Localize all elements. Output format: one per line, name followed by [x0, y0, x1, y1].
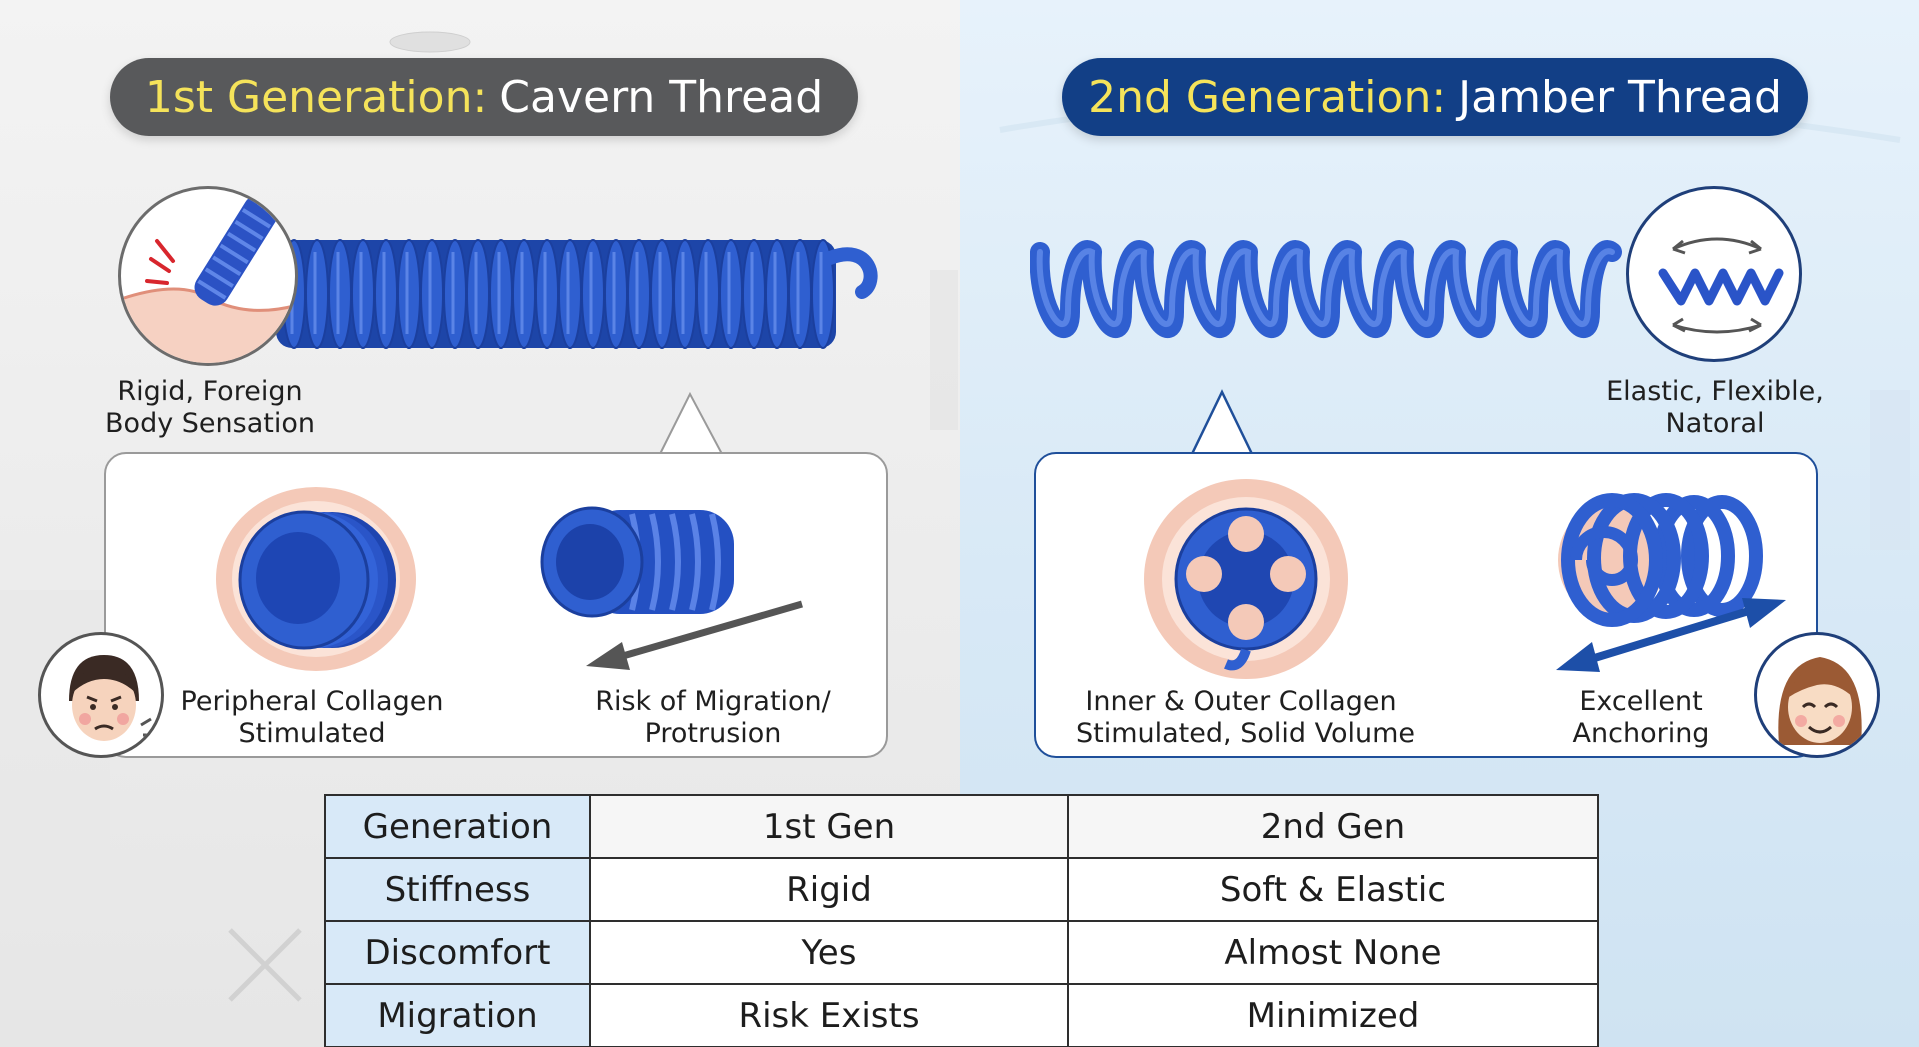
table-row: Discomfort Yes Almost None: [324, 920, 1599, 985]
table-cell-second-gen: Minimized: [1067, 983, 1599, 1047]
table-cell-first-gen: Risk Exists: [589, 983, 1069, 1047]
rigid-foreign-label-line2: Body Sensation: [105, 408, 315, 439]
table-row: Generation 1st Gen 2nd Gen: [324, 794, 1599, 859]
open-coil-cross-section-icon: [1144, 479, 1348, 679]
table-cell-second-gen: 2nd Gen: [1067, 794, 1599, 859]
table-cell-second-gen: Soft & Elastic: [1067, 857, 1599, 922]
smiling-face-icon: [1754, 632, 1880, 758]
jamber-thread-spring: [1030, 240, 1622, 338]
inner-outer-collagen-label: Inner & Outer Collagen Stimulated, Solid…: [1076, 686, 1415, 750]
risk-of-migration-label: Risk of Migration/ Protrusion: [568, 686, 858, 750]
second-generation-title-name: Jamber Thread: [1458, 71, 1782, 123]
arrows-wave-icon: [1626, 186, 1802, 362]
peripheral-collagen-line2: Stimulated: [238, 718, 386, 749]
second-generation-panel: Inner & Outer Collagen Stimulated, Solid…: [1034, 452, 1818, 758]
second-generation-title: 2nd Generation: Jamber Thread: [1062, 58, 1808, 136]
first-generation-panel: Peripheral Collagen Stimulated Risk of M…: [104, 452, 888, 758]
risk-of-migration-line2: Protrusion: [644, 718, 782, 749]
inner-outer-collagen-line1: Inner & Outer Collagen: [1085, 686, 1397, 717]
tight-coil-cross-section-icon: [216, 487, 416, 671]
table-cell-first-gen: Yes: [589, 920, 1069, 985]
tight-coil-side-icon: [540, 506, 734, 618]
table-cell-first-gen: Rigid: [589, 857, 1069, 922]
migration-arrow-icon: [586, 600, 803, 670]
skin-poke-icon: [118, 186, 298, 366]
comparison-table: Generation 1st Gen 2nd Gen Stiffness Rig…: [324, 794, 1599, 1047]
elastic-flexible-label: Elastic, Flexible, Natoral: [1590, 376, 1840, 440]
table-row: Migration Risk Exists Minimized: [324, 983, 1599, 1047]
table-row: Stiffness Rigid Soft & Elastic: [324, 857, 1599, 922]
rigid-foreign-label-line1: Rigid, Foreign: [117, 376, 303, 407]
table-row-header: Generation: [324, 794, 591, 859]
table-cell-first-gen: 1st Gen: [589, 794, 1069, 859]
elastic-flexible-label-line2: Natoral: [1665, 408, 1765, 439]
cavern-thread-spring: [276, 239, 878, 349]
first-generation-title: 1st Generation: Cavern Thread: [110, 58, 858, 136]
table-row-header: Stiffness: [324, 857, 591, 922]
anchoring-double-arrow-icon: [1556, 598, 1786, 672]
first-generation-title-name: Cavern Thread: [499, 71, 824, 123]
table-cell-second-gen: Almost None: [1067, 920, 1599, 985]
excellent-anchoring-label: Excellent Anchoring: [1536, 686, 1746, 750]
rigid-foreign-label: Rigid, Foreign Body Sensation: [90, 376, 330, 440]
peripheral-collagen-label: Peripheral Collagen Stimulated: [162, 686, 462, 750]
inner-outer-collagen-line2: Stimulated, Solid Volume: [1076, 718, 1415, 749]
excellent-anchoring-line2: Anchoring: [1572, 718, 1710, 749]
excellent-anchoring-line1: Excellent: [1579, 686, 1703, 717]
first-generation-title-highlight: 1st Generation:: [144, 71, 488, 123]
frowning-face-icon: [38, 632, 164, 758]
table-row-header: Discomfort: [324, 920, 591, 985]
table-row-header: Migration: [324, 983, 591, 1047]
peripheral-collagen-line1: Peripheral Collagen: [180, 686, 444, 717]
elastic-flexible-label-line1: Elastic, Flexible,: [1606, 376, 1824, 407]
second-generation-title-highlight: 2nd Generation:: [1088, 71, 1447, 123]
open-coil-side-icon: [1558, 493, 1763, 627]
risk-of-migration-line1: Risk of Migration/: [595, 686, 831, 717]
